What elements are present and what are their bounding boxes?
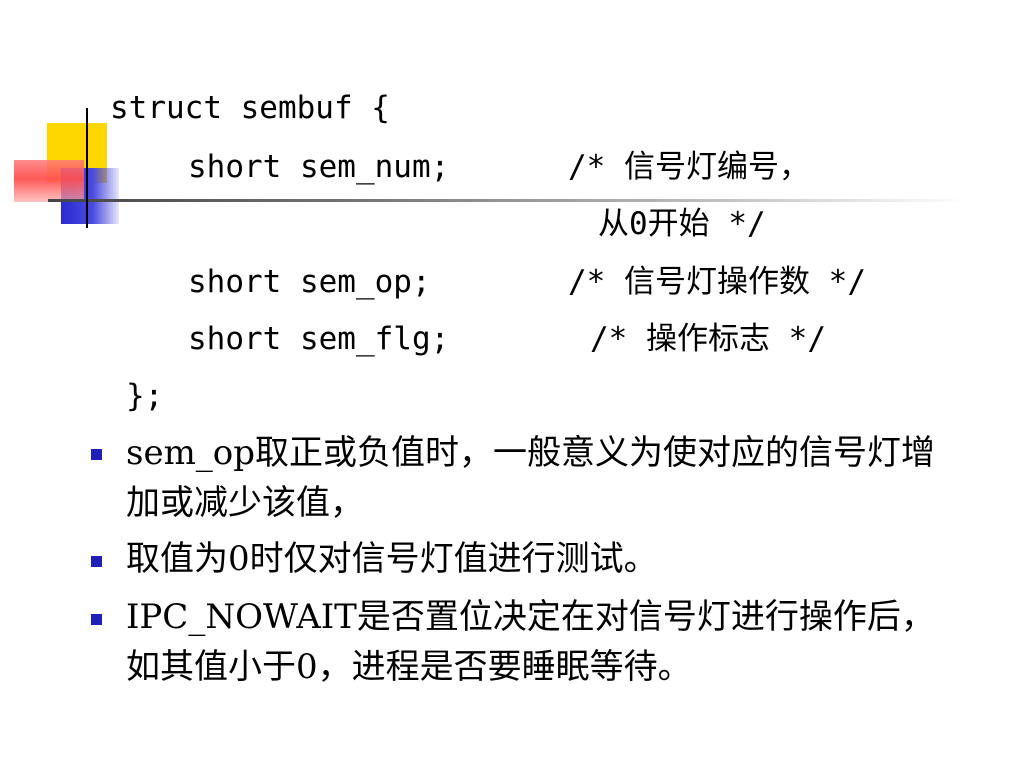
code-line-struct-close: };: [126, 378, 164, 414]
decor-vertical-rule: [86, 108, 88, 228]
code-comment-sem-num: /* 信号灯编号，: [568, 149, 810, 185]
code-line-sem-num: short sem_num;: [188, 149, 450, 185]
code-line-sem-flg: short sem_flg;: [188, 321, 450, 357]
bullet-text: 取值为0时仅对信号灯值进行测试。: [126, 539, 658, 579]
decor-horizontal-rule: [48, 199, 968, 202]
bullet-marker: [91, 556, 111, 576]
code-comment-sem-op: /* 信号灯操作数 */: [568, 264, 866, 300]
code-line-struct-open: struct sembuf {: [110, 90, 390, 126]
bullet-text: sem_op取正或负值时，一般意义为使对应的信号灯增加或减少该值，: [126, 433, 936, 523]
code-line-sem-op: short sem_op;: [188, 264, 431, 300]
code-comment-sem-num-cont: 从0开始 */: [598, 206, 766, 242]
bullet-marker: [91, 449, 111, 469]
bullet-marker: [91, 614, 111, 634]
bullet-text: IPC_NOWAIT是否置位决定在对信号灯进行操作后，如其值小于0，进程是否要睡…: [126, 597, 935, 687]
decor-red-bar: [14, 160, 84, 202]
code-comment-sem-flg: /* 操作标志 */: [590, 321, 826, 357]
